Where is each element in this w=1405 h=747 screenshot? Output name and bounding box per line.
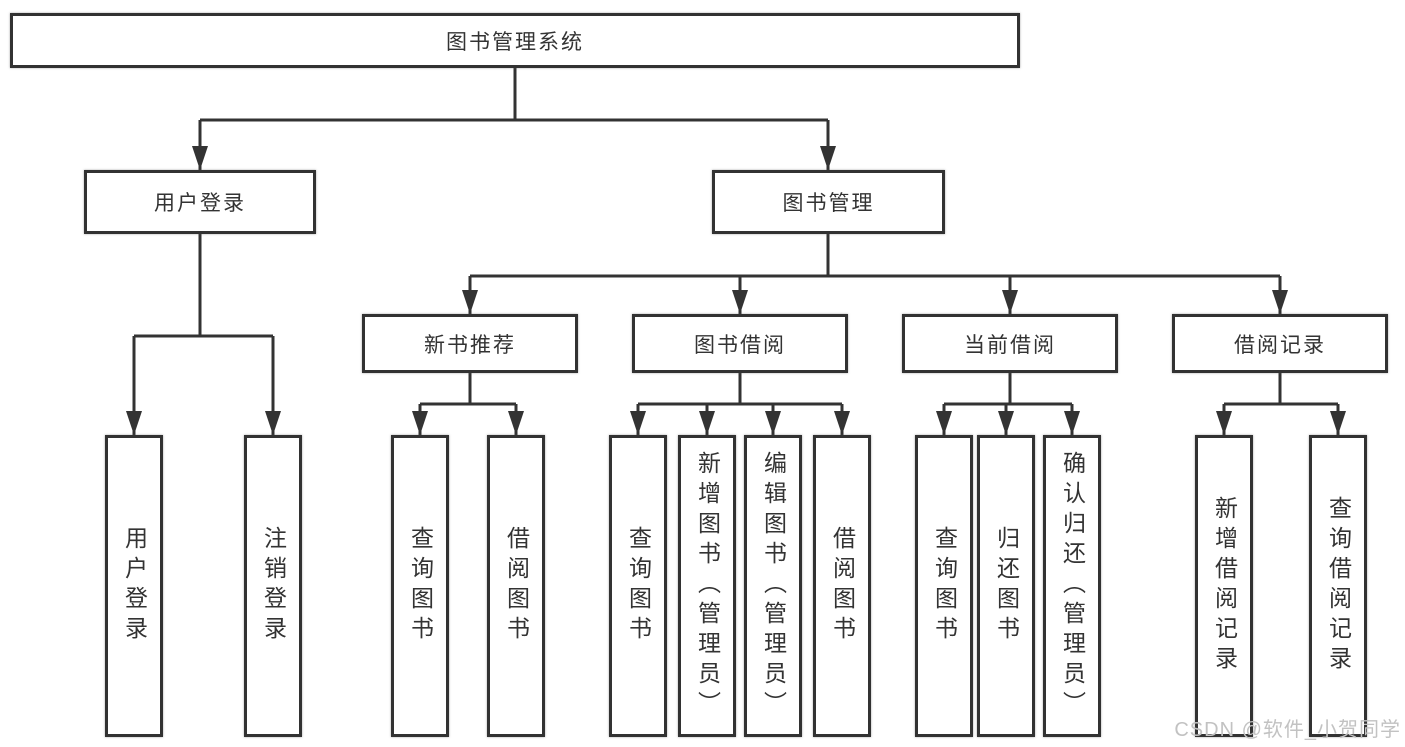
leaf-borrow-books-recommend: 借阅图书 (487, 435, 545, 737)
leaf-borrow-books-label: 借阅图书 (829, 526, 856, 646)
leaf-add-borrow-record-label: 新增借阅记录 (1211, 496, 1238, 676)
node-new-book-recommend: 新书推荐 (362, 314, 578, 373)
node-book-borrow-label: 图书借阅 (694, 333, 786, 357)
leaf-confirm-return-admin-label: 确认归还（管理员） (1059, 451, 1086, 721)
leaf-query-books-recommend: 查询图书 (391, 435, 449, 737)
node-borrow-records-label: 借阅记录 (1234, 333, 1326, 357)
node-current-borrow-label: 当前借阅 (964, 333, 1056, 357)
leaf-logout: 注销登录 (244, 435, 302, 737)
leaf-query-borrow-record: 查询借阅记录 (1309, 435, 1367, 737)
leaf-query-books-borrow: 查询图书 (609, 435, 667, 737)
leaf-logout-label: 注销登录 (260, 526, 287, 646)
leaf-add-books-admin-label: 新增图书（管理员） (694, 451, 721, 721)
leaf-query-books-current: 查询图书 (915, 435, 973, 737)
leaf-edit-books-admin-label: 编辑图书（管理员） (760, 451, 787, 721)
node-current-borrow: 当前借阅 (902, 314, 1118, 373)
leaf-add-books-admin: 新增图书（管理员） (678, 435, 736, 737)
leaf-add-borrow-record: 新增借阅记录 (1195, 435, 1253, 737)
node-new-book-recommend-label: 新书推荐 (424, 333, 516, 357)
node-user-login: 用户登录 (84, 170, 316, 234)
leaf-user-login-label: 用户登录 (121, 526, 148, 646)
leaf-query-books-current-label: 查询图书 (931, 526, 958, 646)
leaf-borrow-books: 借阅图书 (813, 435, 871, 737)
leaf-query-books-borrow-label: 查询图书 (625, 526, 652, 646)
node-library-management-system-label: 图书管理系统 (446, 30, 584, 54)
csdn-watermark: CSDN @软件_小贺同学 (1174, 719, 1401, 741)
node-user-login-label: 用户登录 (154, 192, 246, 215)
node-book-management-label: 图书管理 (782, 192, 875, 215)
leaf-return-books: 归还图书 (977, 435, 1035, 737)
node-book-borrow: 图书借阅 (632, 314, 848, 373)
node-book-management: 图书管理 (712, 170, 945, 234)
leaf-return-books-label: 归还图书 (993, 526, 1020, 646)
leaf-user-login: 用户登录 (105, 435, 163, 737)
leaf-confirm-return-admin: 确认归还（管理员） (1043, 435, 1101, 737)
leaf-query-books-recommend-label: 查询图书 (407, 526, 434, 646)
leaf-borrow-books-recommend-label: 借阅图书 (503, 526, 530, 646)
node-borrow-records: 借阅记录 (1172, 314, 1388, 373)
leaf-query-borrow-record-label: 查询借阅记录 (1325, 496, 1352, 676)
leaf-edit-books-admin: 编辑图书（管理员） (744, 435, 802, 737)
node-library-management-system: 图书管理系统 (10, 13, 1020, 68)
